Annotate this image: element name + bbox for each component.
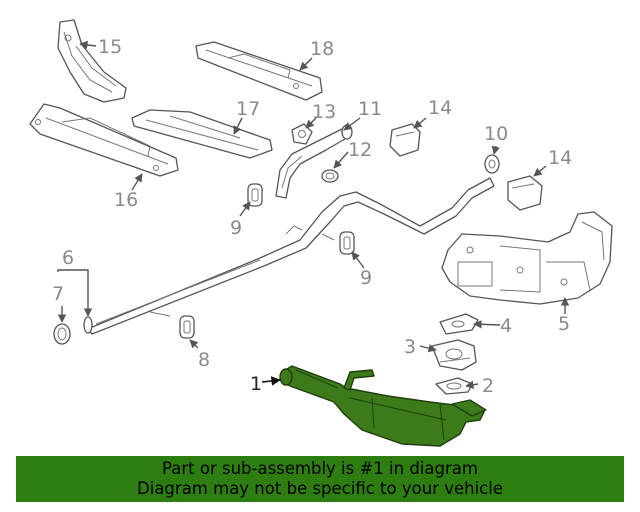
- callout-14a: 14: [428, 97, 452, 119]
- hanger-9b: [339, 231, 355, 255]
- catalytic-converter-5: [441, 211, 613, 305]
- gasket-4: [439, 313, 479, 335]
- callout-8: 8: [198, 349, 210, 371]
- callout-10: 10: [484, 123, 508, 145]
- callout-2: 2: [482, 375, 494, 397]
- callout-1: 1: [250, 373, 262, 395]
- hanger-9a: [247, 183, 263, 207]
- callout-17: 17: [236, 98, 260, 120]
- callout-14b: 14: [548, 147, 572, 169]
- callout-9a: 9: [230, 217, 242, 239]
- grommet-10: [484, 154, 500, 174]
- part-info-banner: Part or sub-assembly is #1 in diagram Di…: [16, 456, 624, 502]
- banner-line-1: Part or sub-assembly is #1 in diagram: [162, 459, 478, 478]
- hanger-insulator-14a: [389, 123, 421, 157]
- callout-9b: 9: [360, 267, 372, 289]
- underbody-shield-17: [131, 109, 273, 159]
- callout-15: 15: [98, 36, 122, 58]
- callout-16: 16: [114, 189, 138, 211]
- hanger-insulator-14b: [507, 175, 543, 211]
- callout-12: 12: [348, 139, 372, 161]
- underbody-shield-16: [29, 103, 179, 177]
- callout-5: 5: [558, 313, 570, 335]
- callout-11: 11: [358, 98, 382, 120]
- banner-line-2: Diagram may not be specific to your vehi…: [137, 479, 503, 498]
- seal-12: [321, 169, 339, 183]
- leader-lines: [57, 40, 570, 389]
- heat-shield-15: [57, 19, 127, 103]
- callout-13: 13: [312, 101, 336, 123]
- callout-7: 7: [52, 283, 64, 305]
- callout-18: 18: [310, 38, 334, 60]
- flange-3: [431, 339, 477, 371]
- heat-shield-18: [195, 41, 323, 101]
- gasket-13: [291, 123, 313, 145]
- intermediate-pipe: [83, 177, 495, 335]
- callout-3: 3: [404, 336, 416, 358]
- muffler-assembly-1: [279, 365, 487, 447]
- callout-6: 6: [62, 247, 74, 269]
- clamp-7: [53, 323, 71, 345]
- exhaust-system-diagram: 1 2 3 4 5 6 7 8 9 9 10 11 12 13 14 14 15…: [29, 19, 613, 447]
- hanger-8: [179, 315, 195, 339]
- callout-4: 4: [500, 315, 512, 337]
